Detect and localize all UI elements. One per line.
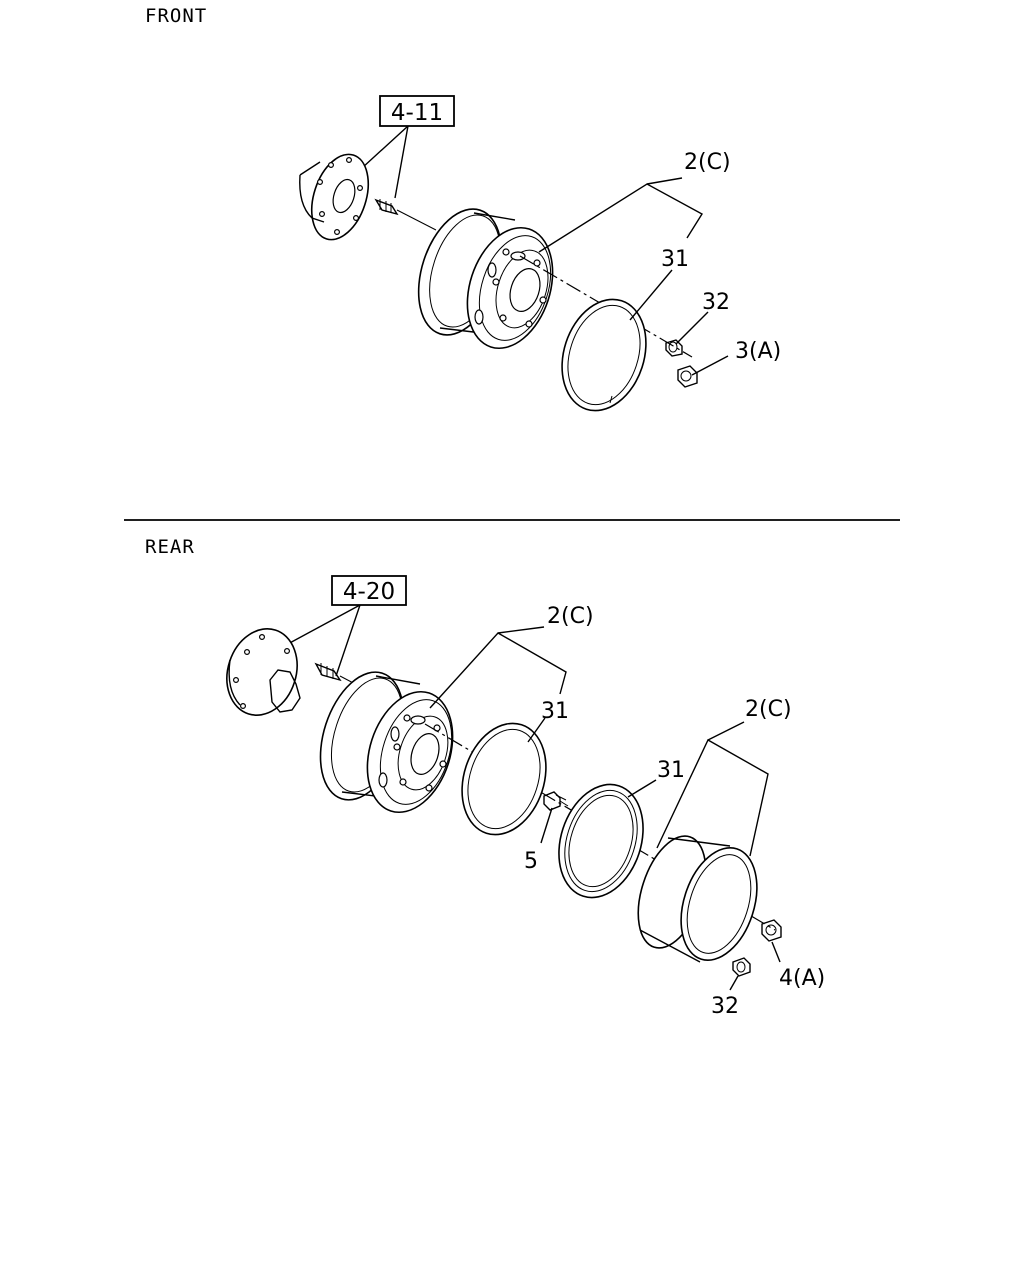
- rear-bolt-callout: 5: [524, 849, 538, 874]
- rear-outer-wheel-bracket-top: [707, 721, 745, 741]
- front-hub: [299, 153, 370, 241]
- rear-inner-wheel-bracket: [429, 632, 567, 709]
- rear-nut: [761, 919, 782, 942]
- rear-ref-box-label: 4-20: [343, 579, 395, 605]
- front-nut-leader: [691, 355, 729, 376]
- rear-inner-ring-callout: 31: [541, 699, 569, 724]
- rear-outer-wheel: [637, 835, 758, 963]
- rear-section: REAR 4-20: [145, 536, 825, 1019]
- rear-bolt-leader: [540, 807, 553, 844]
- rear-inner-wheel-bracket-top: [497, 626, 545, 634]
- front-stud: [374, 198, 437, 231]
- rear-nut-callout: 4(A): [779, 966, 825, 991]
- rear-inner-disc-wheel: [319, 671, 454, 814]
- rear-bolt: [543, 791, 569, 811]
- rear-cap-callout: 32: [711, 994, 739, 1019]
- front-cap-leader: [675, 311, 709, 345]
- rear-nut-leader: [771, 941, 781, 963]
- rear-ref-leader: [285, 604, 361, 677]
- front-cap-callout: 32: [702, 290, 730, 315]
- rear-cap-leader: [729, 975, 739, 991]
- rear-section-title: REAR: [145, 536, 195, 558]
- front-disc-wheel: [417, 208, 554, 350]
- front-nut: [677, 365, 698, 388]
- front-ref-box-label: 4-11: [391, 100, 443, 126]
- rear-inner-wheel-callout: 2(C): [547, 604, 594, 629]
- front-ref-box[interactable]: 4-11: [379, 95, 455, 127]
- front-ref-leader: [361, 125, 409, 199]
- rear-outer-wheel-bracket: [656, 739, 769, 857]
- rear-inner-side-ring: [461, 722, 547, 836]
- rear-outer-ring-callout: 31: [657, 758, 685, 783]
- rear-outer-wheel-callout: 2(C): [745, 697, 792, 722]
- rear-hub: [226, 628, 301, 716]
- front-section: FRONT 4-11: [145, 5, 781, 412]
- front-wheel-bracket: [538, 183, 703, 253]
- rear-outer-ring-leader: [627, 779, 657, 798]
- front-ring-callout: 31: [661, 247, 689, 272]
- front-wheel-bracket-top: [646, 177, 683, 185]
- rear-cap: [732, 957, 751, 977]
- front-ring-leader: [629, 269, 673, 321]
- rear-outer-side-ring: [558, 783, 644, 899]
- front-cap: [665, 339, 683, 357]
- rear-inner-ring-leader: [527, 717, 546, 743]
- front-axis-line: [519, 255, 693, 358]
- front-nut-callout: 3(A): [735, 339, 781, 364]
- front-section-title: FRONT: [145, 5, 207, 27]
- rear-ref-box[interactable]: 4-20: [331, 575, 407, 606]
- front-wheel-callout: 2(C): [684, 150, 731, 175]
- front-side-ring: [561, 298, 647, 412]
